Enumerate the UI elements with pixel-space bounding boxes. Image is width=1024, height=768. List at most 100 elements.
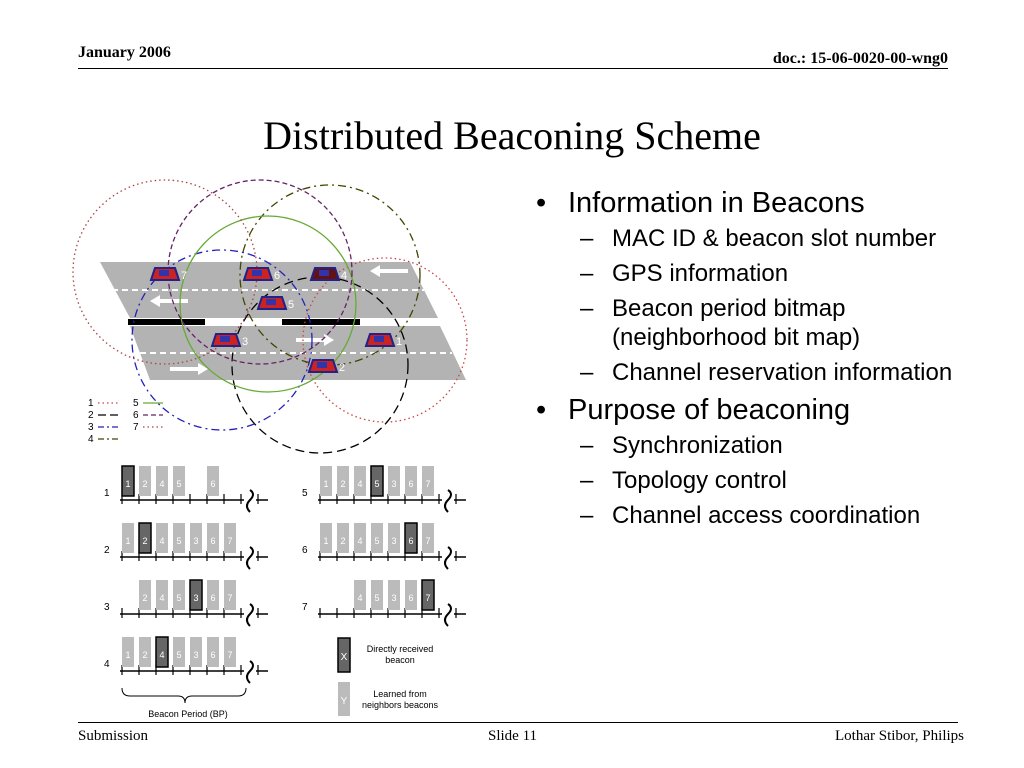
beacon-slot (404, 522, 418, 554)
beacon-slot (207, 466, 219, 496)
slide-title: Distributed Beaconing Scheme (263, 113, 761, 158)
beacon-slot (121, 465, 135, 497)
beacon-slot-label: 4 (159, 593, 164, 603)
beacon-slot-label: 5 (176, 479, 181, 489)
beacon-slot-label: 5 (374, 479, 379, 489)
car-number-label: 2 (339, 362, 345, 374)
sub-bullet-dash-icon: – (580, 359, 594, 386)
beacon-slot (139, 580, 151, 610)
legend-label: 4 (88, 434, 94, 445)
beacon-slot (405, 580, 417, 610)
key-learned-label-1: Learned from (373, 689, 427, 699)
car-icon: 5 (256, 296, 294, 311)
axis-break-icon (246, 603, 254, 627)
sub-bullet-label: Topology control (612, 467, 787, 494)
beacon-slot (320, 523, 332, 553)
beacon-slot (122, 637, 134, 667)
footer-author: Lothar Stibor, Philips (835, 728, 964, 744)
beacon-slot (207, 580, 219, 610)
car-number-label: 4 (341, 270, 347, 282)
beacon-slot (422, 466, 434, 496)
beacon-slot (354, 523, 366, 553)
beacon-slot (224, 580, 236, 610)
car-icon: 2 (307, 359, 345, 374)
beacon-slot-label: 5 (176, 593, 181, 603)
beacon-slot-label: 2 (142, 593, 147, 603)
legend-label: 6 (133, 410, 139, 421)
sub-bullet-item: –GPS information (520, 259, 990, 288)
beacon-slot-label: 6 (210, 650, 215, 660)
beacon-slot (190, 637, 202, 667)
range-circle-1 (302, 257, 468, 423)
axis-break-icon (444, 546, 452, 570)
legend-label: 7 (133, 422, 139, 433)
car-number-label: 6 (274, 270, 280, 282)
beacon-slot (207, 637, 219, 667)
beacon-slot-label: 3 (391, 536, 396, 546)
bullet-dot-icon: • (536, 187, 547, 219)
car-number-label: 7 (181, 270, 187, 282)
sub-bullet-dash-icon: – (580, 295, 594, 322)
beacon-slot-label: 2 (142, 536, 147, 546)
footer-submission: Submission (78, 728, 149, 744)
beacon-slot-label: 6 (210, 536, 215, 546)
beacon-slot (337, 523, 349, 553)
slot-row-node-label: 3 (104, 602, 110, 613)
beacon-slot-label: 1 (125, 536, 130, 546)
beacon-slot (405, 466, 417, 496)
car-icon: 3 (210, 333, 248, 348)
beacon-period-label: Beacon Period (BP) (148, 709, 228, 719)
beacon-slot-label: 3 (193, 650, 198, 660)
sub-bullet-dash-icon: – (580, 502, 594, 529)
beacon-slot-label: 1 (125, 479, 130, 489)
sub-bullet-item: –Synchronization (520, 431, 990, 460)
sub-bullet-item: –Channel access coordination (520, 501, 990, 530)
beacon-slot-label: 2 (142, 479, 147, 489)
slot-row-node-label: 5 (302, 488, 308, 499)
beacon-slot-label: 4 (159, 479, 164, 489)
slot-row-node-label: 1 (104, 488, 110, 499)
bullet-list: •Information in Beacons–MAC ID & beacon … (520, 186, 990, 536)
beacon-slot-label: 7 (425, 593, 430, 603)
beacon-slot-label: 4 (357, 536, 362, 546)
beacon-slot-label: 2 (142, 650, 147, 660)
key-direct-label-2: beacon (385, 655, 415, 665)
direction-arrow-left-1 (370, 265, 408, 277)
beacon-slot (388, 466, 400, 496)
bullet-label: Purpose of beaconing (568, 394, 851, 426)
beacon-slot (122, 523, 134, 553)
axis-break-icon (246, 546, 254, 570)
beacon-slot-label: 1 (323, 536, 328, 546)
car-icon: 7 (149, 267, 187, 282)
slot-row-node-label: 2 (104, 545, 110, 556)
sub-bullet-dash-icon: – (580, 260, 594, 287)
beacon-slot-label: 4 (357, 479, 362, 489)
beacon-slot (224, 523, 236, 553)
beacon-slot-label: 5 (374, 593, 379, 603)
axis-break-icon (246, 660, 254, 684)
legend-label: 1 (88, 398, 94, 409)
bullet-item: •Information in Beacons (520, 186, 990, 220)
beacon-slot-label: 7 (425, 536, 430, 546)
beacon-slot (320, 466, 332, 496)
beacon-slot (388, 523, 400, 553)
beacon-slot (173, 637, 185, 667)
legend-label: 5 (133, 398, 139, 409)
beacon-slot (190, 523, 202, 553)
slot-row-node-label: 7 (302, 602, 308, 613)
direction-arrow-right-1 (296, 334, 334, 346)
sub-bullet-item: –Topology control (520, 466, 990, 495)
sub-bullet-item: –Beacon period bitmap (neighborhood bit … (520, 294, 990, 352)
header-doc-id: doc.: 15-06-0020-00-wng0 (772, 50, 948, 67)
beacon-slot (156, 466, 168, 496)
beacon-slot-label: 7 (227, 536, 232, 546)
beacon-slot-label: 3 (193, 536, 198, 546)
axis-break-icon (246, 489, 254, 513)
beacon-slot (370, 465, 384, 497)
beacon-slot-label: 4 (357, 593, 362, 603)
